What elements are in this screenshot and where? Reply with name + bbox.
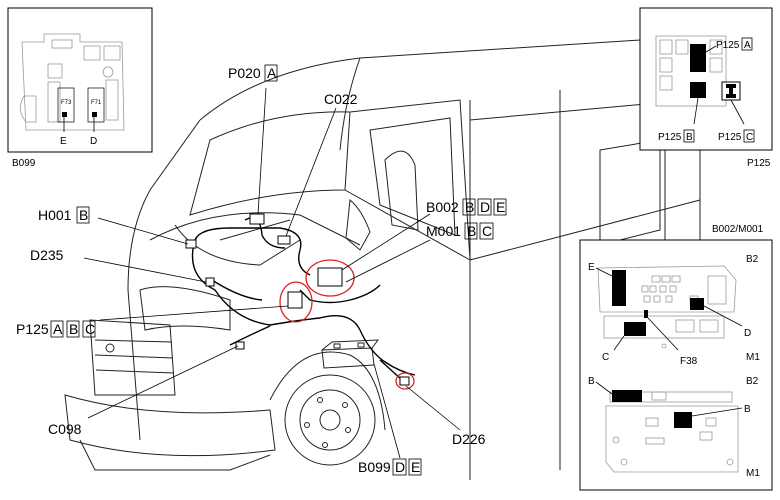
- svg-text:A: A: [744, 40, 751, 51]
- svg-text:B2: B2: [746, 376, 759, 387]
- label-p125: P125 A B C: [16, 320, 96, 338]
- label-b099: B099 D E: [358, 458, 422, 476]
- svg-text:M1: M1: [746, 352, 760, 363]
- svg-text:B: B: [744, 404, 751, 415]
- svg-text:C: C: [85, 321, 95, 337]
- svg-text:P125: P125: [658, 132, 682, 143]
- svg-text:B: B: [465, 199, 474, 215]
- svg-text:D226: D226: [452, 431, 486, 447]
- svg-text:A: A: [53, 321, 63, 337]
- svg-text:B: B: [79, 207, 88, 223]
- svg-text:B: B: [686, 132, 693, 143]
- svg-text:D: D: [480, 199, 490, 215]
- d226-connector: [399, 376, 410, 386]
- svg-text:B: B: [69, 321, 78, 337]
- inset-b002-m001: E B2 D C F38 M1 B B2 B M1: [579, 239, 773, 491]
- c022-connector: [277, 235, 291, 245]
- b002-connector: [317, 267, 343, 287]
- svg-text:B: B: [588, 376, 595, 387]
- inset-b099: F73 F71 E D: [7, 7, 153, 153]
- b002-location-circle: [305, 259, 355, 297]
- d226-location-circle: [395, 372, 415, 390]
- svg-text:E: E: [60, 136, 67, 147]
- svg-text:A: A: [267, 65, 277, 81]
- label-c022: C022: [324, 91, 358, 107]
- inset-p125: P125 A P125 B P125 C: [639, 7, 773, 151]
- svg-text:P020: P020: [228, 65, 261, 81]
- p125-connector: [287, 291, 303, 309]
- inset-b099-caption: B099: [12, 158, 36, 169]
- svg-text:P125: P125: [716, 40, 740, 51]
- c098-connector: [235, 341, 245, 350]
- svg-text:C: C: [602, 352, 609, 363]
- h001-connector: [185, 239, 197, 249]
- svg-text:B099: B099: [358, 459, 391, 475]
- d235-connector: [205, 277, 215, 287]
- svg-text:C022: C022: [324, 91, 358, 107]
- label-d235: D235: [30, 247, 64, 263]
- inset-p125-caption: P125: [747, 158, 771, 169]
- label-p020: P020 A: [228, 64, 278, 82]
- p125-location-circle: [279, 281, 313, 323]
- svg-text:B002: B002: [426, 199, 459, 215]
- label-m001: M001 B C: [426, 222, 494, 240]
- svg-text:C: C: [482, 223, 492, 239]
- svg-text:F73: F73: [61, 100, 72, 106]
- svg-text:D: D: [395, 459, 405, 475]
- svg-text:C098: C098: [48, 421, 82, 437]
- svg-text:P125: P125: [718, 132, 742, 143]
- svg-text:D: D: [90, 136, 97, 147]
- label-d226: D226: [452, 431, 486, 447]
- svg-text:B2: B2: [746, 254, 759, 265]
- inset-b002-caption: B002/M001: [712, 224, 764, 235]
- svg-text:M001: M001: [426, 223, 461, 239]
- svg-text:E: E: [411, 459, 420, 475]
- svg-text:F38: F38: [680, 356, 698, 367]
- svg-text:E: E: [496, 199, 505, 215]
- svg-text:P125: P125: [16, 321, 49, 337]
- label-h001: H001 B: [38, 206, 90, 224]
- svg-text:D: D: [744, 328, 751, 339]
- svg-text:E: E: [588, 262, 595, 273]
- label-b002: B002 B D E: [426, 198, 507, 216]
- svg-text:H001: H001: [38, 207, 72, 223]
- svg-text:D235: D235: [30, 247, 64, 263]
- svg-text:M1: M1: [746, 468, 760, 479]
- p020-connector: [249, 213, 265, 225]
- leader-lines: [83, 87, 461, 459]
- svg-text:F71: F71: [91, 100, 102, 106]
- label-c098: C098: [48, 421, 82, 437]
- svg-text:B: B: [467, 223, 476, 239]
- svg-text:C: C: [746, 132, 753, 143]
